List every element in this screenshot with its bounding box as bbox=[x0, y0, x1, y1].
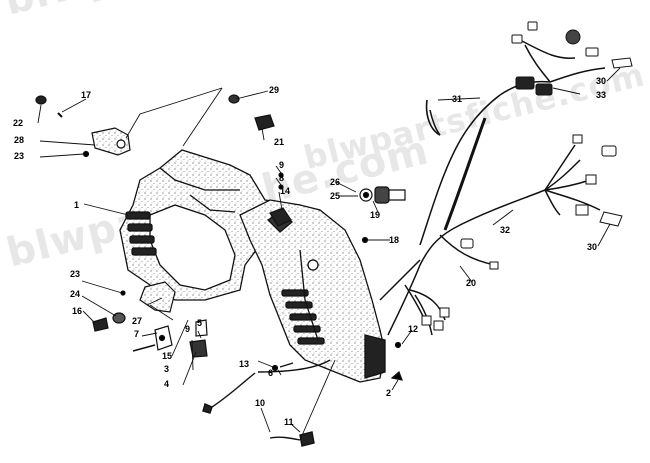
callout-25: 25 bbox=[330, 191, 341, 201]
callout-28: 28 bbox=[14, 135, 25, 145]
callout-8: 8 bbox=[279, 173, 285, 183]
callout-11: 11 bbox=[284, 417, 294, 427]
callout-23-upper: 23 bbox=[14, 151, 25, 161]
wiring-harness bbox=[379, 39, 606, 336]
harness-connectors bbox=[421, 21, 633, 331]
callout-31: 31 bbox=[452, 94, 463, 104]
callout-12: 12 bbox=[408, 324, 419, 334]
mount-bracket bbox=[139, 281, 176, 351]
callout-9-upper: 9 bbox=[279, 160, 285, 170]
callout-23-lower: 23 bbox=[70, 269, 81, 279]
callout-13: 13 bbox=[239, 359, 250, 369]
callout-33: 33 bbox=[596, 90, 607, 100]
callout-2: 2 bbox=[386, 388, 392, 398]
callout-20: 20 bbox=[466, 278, 477, 288]
callout-32: 32 bbox=[500, 225, 511, 235]
callout-17: 17 bbox=[81, 90, 92, 100]
callout-5: 5 bbox=[197, 318, 203, 328]
callout-3: 3 bbox=[164, 364, 170, 374]
callout-4: 4 bbox=[164, 379, 170, 389]
callout-14: 14 bbox=[280, 186, 291, 196]
callout-15: 15 bbox=[162, 351, 173, 361]
callout-22: 22 bbox=[13, 118, 24, 128]
callout-26: 26 bbox=[330, 177, 341, 187]
callout-30-lower: 30 bbox=[587, 242, 598, 252]
callout-16: 16 bbox=[72, 306, 83, 316]
callout-27: 27 bbox=[132, 316, 143, 326]
callout-10: 10 bbox=[255, 398, 266, 408]
console-housing bbox=[119, 149, 311, 301]
callout-18: 18 bbox=[389, 235, 400, 245]
lower-cable bbox=[202, 359, 331, 447]
callout-30-upper: 30 bbox=[596, 76, 607, 86]
leader-lines bbox=[37, 67, 621, 441]
gauge-connector bbox=[359, 186, 406, 349]
callout-7: 7 bbox=[134, 329, 140, 339]
callout-24: 24 bbox=[70, 289, 81, 299]
callout-19: 19 bbox=[370, 210, 381, 220]
headlight-bracket bbox=[35, 95, 131, 158]
side-panel bbox=[239, 199, 386, 383]
callout-21: 21 bbox=[274, 137, 285, 147]
callout-9-lower: 9 bbox=[185, 324, 191, 334]
switch-assembly bbox=[228, 94, 292, 227]
lower-hardware bbox=[92, 290, 403, 381]
callout-6: 6 bbox=[268, 368, 274, 378]
callout-29: 29 bbox=[269, 85, 280, 95]
callout-1: 1 bbox=[74, 200, 80, 210]
